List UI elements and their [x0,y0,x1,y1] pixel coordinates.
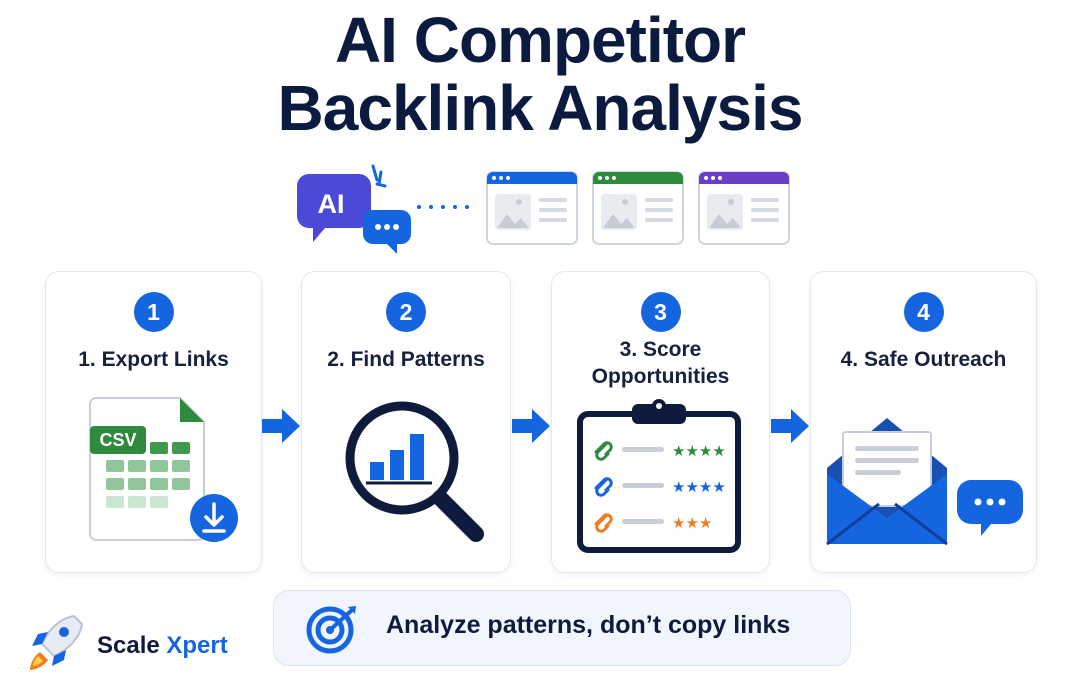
browser-window-icon [486,171,578,245]
step-title: 4. Safe Outreach [840,348,1007,371]
step-number-badge: 1 [133,292,174,332]
step-card-export-links: 1 1. Export Links CSV [45,271,262,573]
csv-spreadsheet-download-icon: CSV [89,397,238,542]
rating-stars: ★★★ [672,514,712,532]
csv-label: CSV [99,430,136,450]
step-title: 1. Export Links [78,348,229,371]
rocket-icon [30,614,84,670]
page-title: AI Competitor Backlink Analysis [0,6,1080,142]
step-number-badge: 2 [386,292,426,332]
browser-window-icon [592,171,684,245]
step-card-score-opportunities: 3 3. Score Opportunities ★★★★ ★★★★ ★★★ [551,271,770,573]
target-arrow-icon [306,606,356,654]
brand-logo: Scale Xpert [24,612,264,675]
step-number-badge: 3 [640,292,681,332]
browser-window-icon [698,171,790,245]
ai-chat-icon: AI [297,164,411,254]
tip-text: Analyze patterns, don’t copy links [386,611,791,639]
rating-stars: ★★★★ [672,478,726,496]
step-card-safe-outreach: 4 4. Safe Outreach [810,271,1037,573]
step-title: 3. Score Opportunities [591,338,730,388]
dotted-connector [417,205,469,209]
step-title: 2. Find Patterns [327,348,485,371]
rating-stars: ★★★★ [672,442,726,460]
key-tip-banner: Analyze patterns, don’t copy links [273,590,851,666]
clipboard-link-ratings-icon: ★★★★ ★★★★ ★★★ [577,399,741,553]
title-line-2: Backlink Analysis [277,72,804,144]
hero-illustration: AI [295,164,795,254]
step-number-badge: 4 [903,292,944,332]
arrow-right-icon [512,409,550,443]
arrow-right-icon [771,409,809,443]
title-line-1: AI Competitor [334,4,746,76]
magnifier-bar-chart-icon [345,401,484,542]
envelope-chat-icon [826,418,1023,546]
step-card-find-patterns: 2 2. Find Patterns [301,271,511,573]
ai-badge-text: AI [318,189,345,219]
brand-name: Scale Xpert [97,632,228,659]
arrow-right-icon [262,409,300,443]
